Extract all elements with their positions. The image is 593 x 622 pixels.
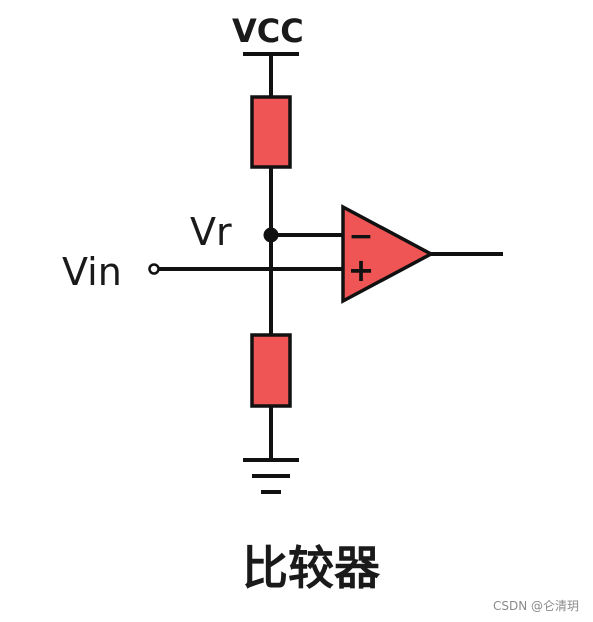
minus-sign: − xyxy=(348,219,373,254)
vr-label: Vr xyxy=(190,210,232,254)
watermark: CSDN @仑清玥 xyxy=(492,599,579,613)
diagram-caption: 比较器 xyxy=(242,541,380,595)
comparator-triangle xyxy=(341,204,435,304)
vcc-label: VCC xyxy=(232,12,304,50)
resistor-top xyxy=(250,95,292,169)
plus-sign: + xyxy=(348,251,375,289)
vin-label: Vin xyxy=(62,250,122,294)
vin-terminal xyxy=(148,263,160,275)
resistor-bottom xyxy=(250,333,292,408)
